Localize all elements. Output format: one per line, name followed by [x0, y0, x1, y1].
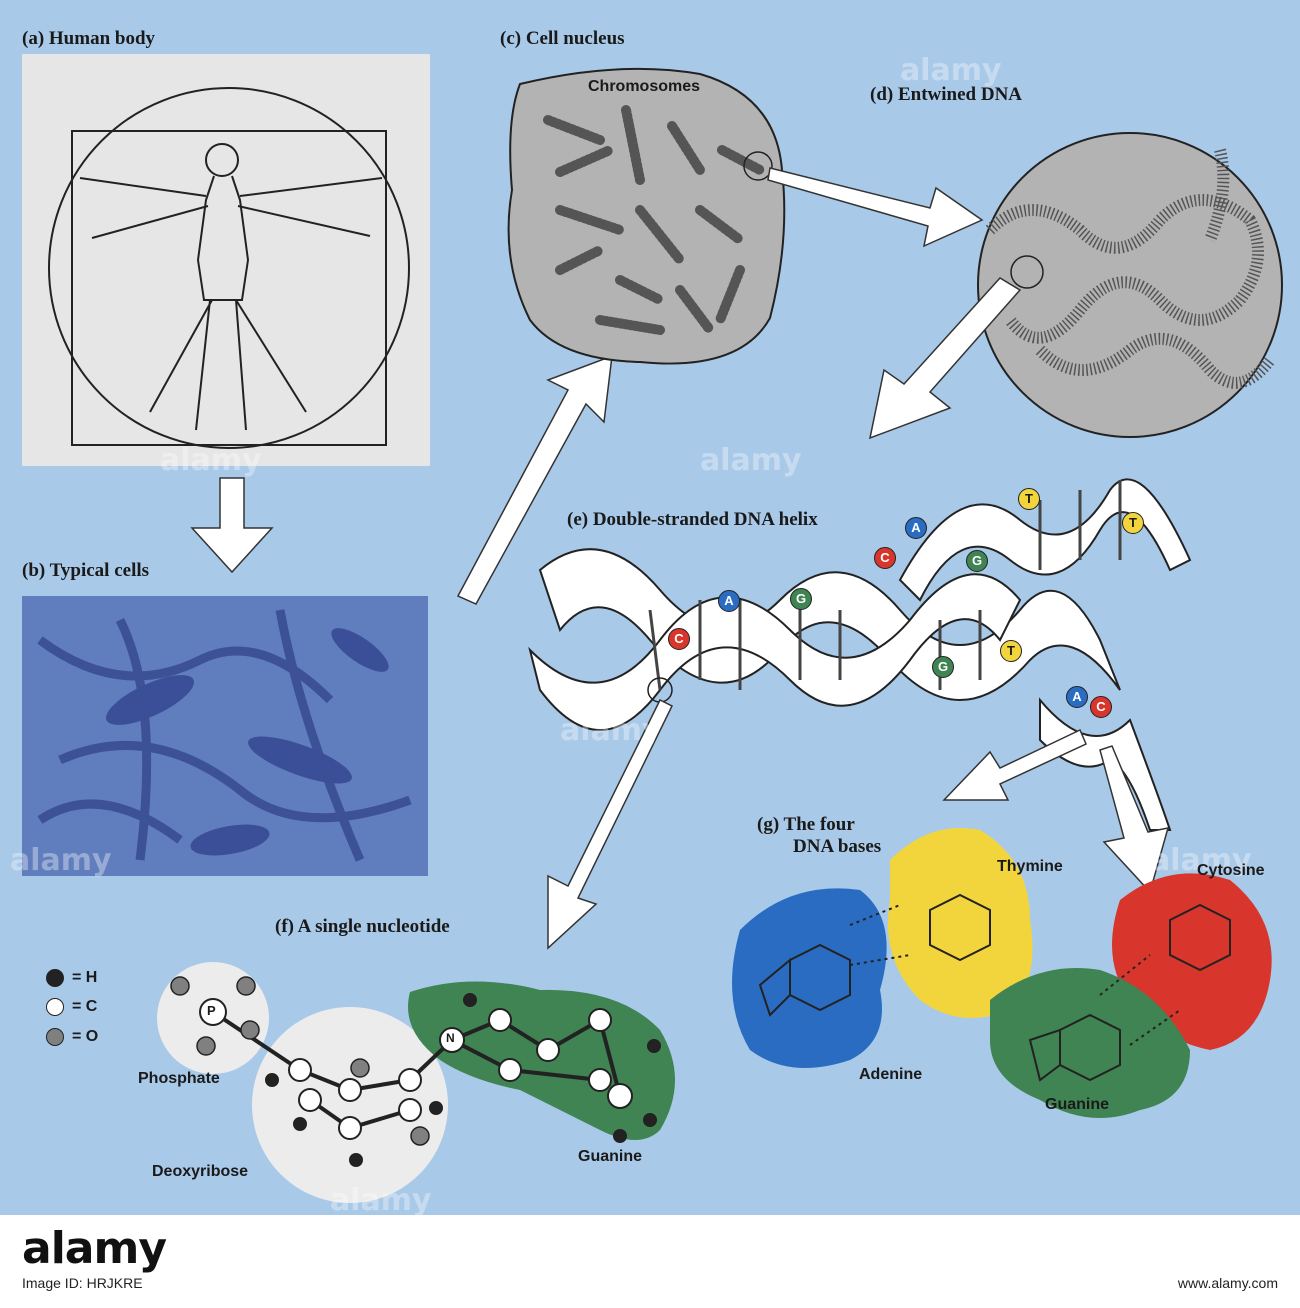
svg-text:alamy: alamy — [1150, 843, 1252, 878]
legend-row-o: = O — [46, 1028, 98, 1046]
dna-bases — [732, 828, 1272, 1118]
arrow-dna-to-helix — [868, 277, 1022, 440]
panel-g-label-line2: DNA bases — [793, 836, 882, 857]
panel-d-label: (d) Entwined DNA — [870, 84, 1023, 105]
chromosomes-label: Chromosomes — [588, 78, 701, 95]
entwined-dna — [977, 132, 1283, 438]
svg-text:alamy: alamy — [900, 53, 1002, 88]
base-badge-c: C — [874, 547, 896, 569]
arrow-helix-to-bases-right — [1099, 745, 1170, 894]
cytosine-label: Cytosine — [1197, 862, 1265, 879]
cell-nucleus — [507, 67, 786, 365]
double-helix — [528, 478, 1192, 831]
diagram-area: alamy alamy alamy alamy alamy alamy alam… — [10, 28, 1283, 1215]
hydrogen-dot-icon — [46, 969, 64, 987]
panel-e-label: (e) Double-stranded DNA helix — [567, 509, 818, 530]
svg-text:alamy: alamy — [560, 713, 662, 748]
cells-micrograph — [22, 596, 428, 876]
panel-b-label: (b) Typical cells — [22, 560, 150, 581]
base-badge-t: T — [1000, 640, 1022, 662]
nucleotide-guanine-label: Guanine — [578, 1148, 643, 1165]
svg-text:alamy: alamy — [10, 843, 112, 878]
watermark-pattern: alamy alamy alamy alamy alamy alamy alam… — [10, 53, 1252, 1215]
base-badge-a: A — [718, 590, 740, 612]
panel-g-label-line1: (g) The four — [757, 814, 855, 835]
bases-guanine-label: Guanine — [1045, 1096, 1110, 1113]
nucleotide-molecule — [157, 962, 675, 1203]
arrow-helix-to-bases-left — [942, 728, 1087, 801]
arrow-body-to-cells — [190, 477, 274, 574]
image-id: Image ID: HRJKRE — [22, 1275, 143, 1291]
carbon-dot-icon — [46, 998, 64, 1016]
footer-bar: alamy Image ID: HRJKRE www.alamy.com — [0, 1215, 1300, 1308]
panel-a-label: (a) Human body — [22, 28, 156, 49]
thymine-label: Thymine — [997, 858, 1063, 875]
phosphorus-atom-label: P — [207, 1003, 216, 1018]
base-badge-g: G — [932, 656, 954, 678]
base-badge-g: G — [790, 588, 812, 610]
adenine-label: Adenine — [859, 1066, 923, 1083]
human-body-illustration — [22, 54, 430, 466]
base-badge-c: C — [668, 628, 690, 650]
arrow-cells-to-nucleus — [456, 354, 613, 605]
nitrogen-atom-label: N — [446, 1031, 455, 1045]
arrow-helix-to-nucleotide — [547, 698, 674, 950]
legend-row-h: = H — [46, 969, 97, 987]
oxygen-dot-icon — [46, 1028, 64, 1046]
base-badge-c: C — [1090, 696, 1112, 718]
svg-text:alamy: alamy — [160, 443, 262, 478]
base-badge-g: G — [966, 550, 988, 572]
phosphate-label: Phosphate — [138, 1070, 220, 1087]
footer-url[interactable]: www.alamy.com — [1177, 1275, 1278, 1291]
base-badge-a: A — [905, 517, 927, 539]
svg-text:alamy: alamy — [330, 1183, 432, 1215]
base-badge-a: A — [1066, 686, 1088, 708]
base-badge-t: T — [1122, 512, 1144, 534]
panel-c-label: (c) Cell nucleus — [500, 28, 625, 49]
panel-f-label: (f) A single nucleotide — [275, 916, 450, 937]
alamy-logo[interactable]: alamy — [22, 1223, 167, 1274]
legend-row-c: = C — [46, 998, 97, 1016]
base-badge-t: T — [1018, 488, 1040, 510]
svg-text:alamy: alamy — [700, 443, 802, 478]
deoxyribose-label: Deoxyribose — [152, 1163, 249, 1180]
arrow-nucleus-to-dna — [767, 167, 984, 248]
